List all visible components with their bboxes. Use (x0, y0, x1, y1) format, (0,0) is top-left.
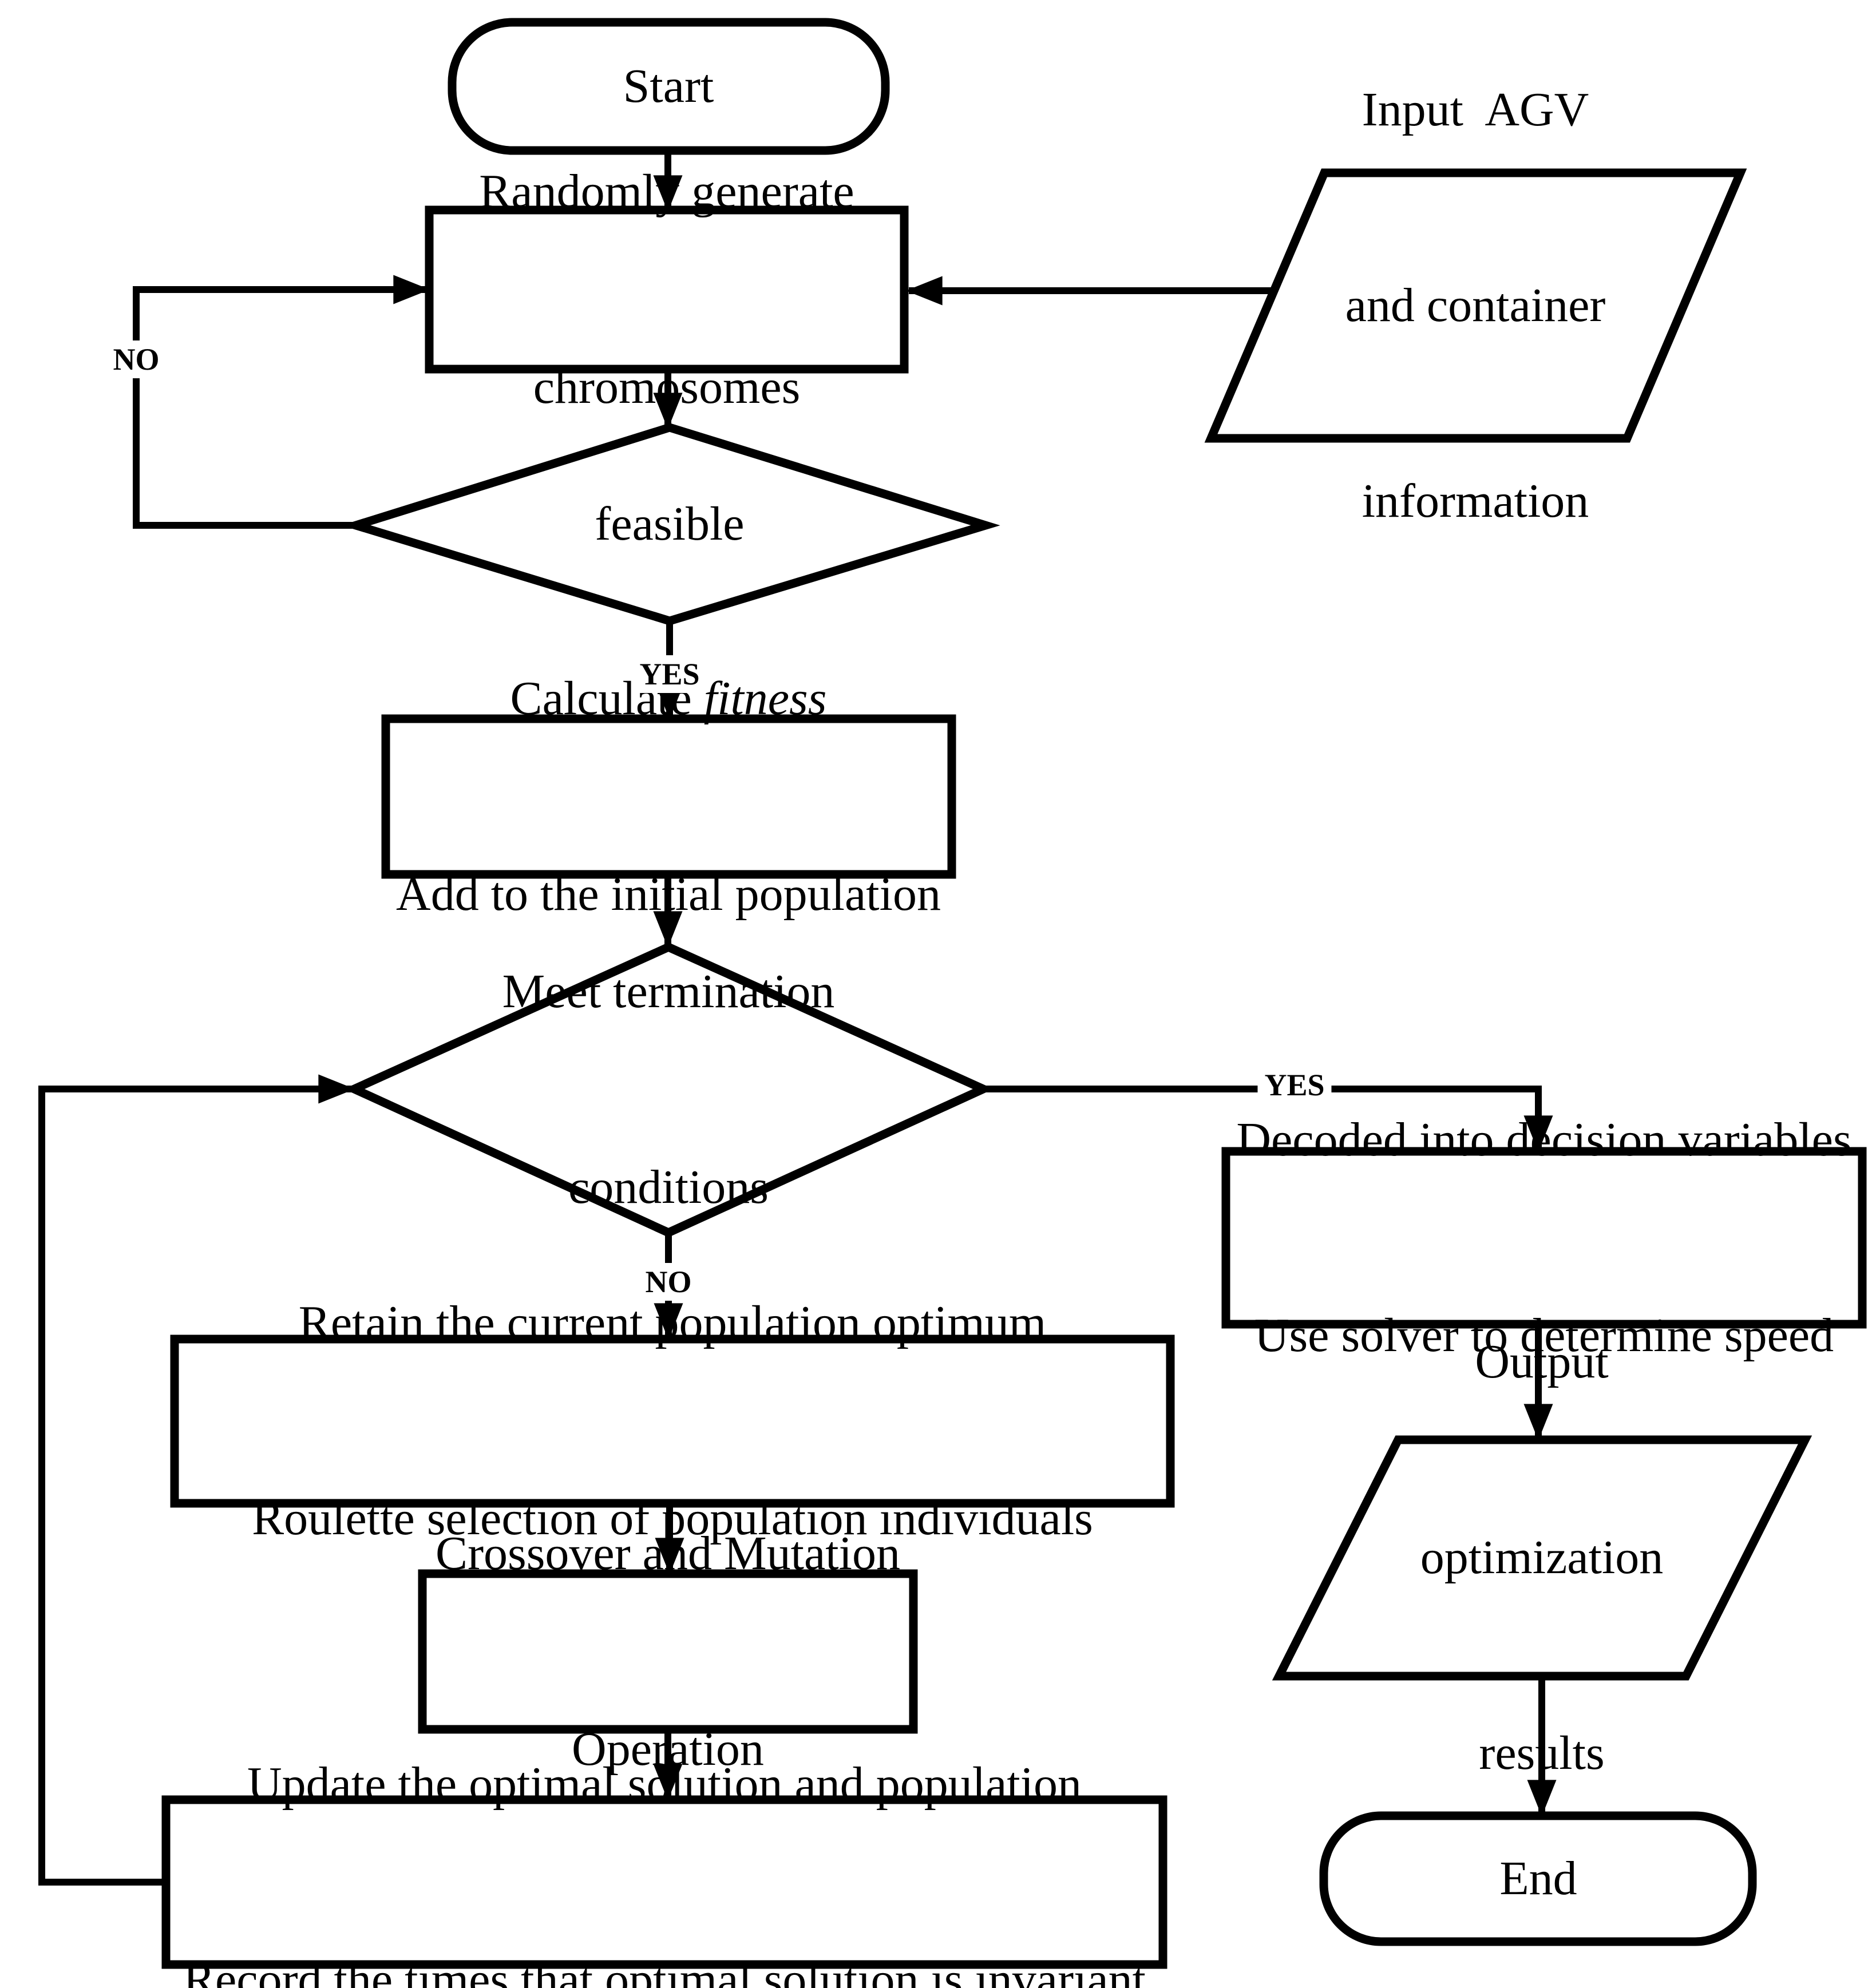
crossover-line-1: Crossover and Mutation (436, 1527, 900, 1580)
decoded-line-1: Decoded into decision variables (1236, 1113, 1852, 1166)
output-results-line-1: Output (1475, 1335, 1609, 1388)
output-results-line-2: optimization (1420, 1531, 1664, 1584)
edge-termination-yes-to-decoded (983, 1086, 1553, 1153)
input-agv-line-3: information (1362, 474, 1589, 528)
calculate-fitness-line-1-italic: fitness (703, 672, 827, 725)
retain-process-shape (170, 1334, 1175, 1508)
crossover-label: Crossover and Mutation Operation (436, 1391, 900, 1912)
termination-line-2: conditions (568, 1161, 769, 1214)
calculate-fitness-label: Calculate fitness Add to the initial pop… (396, 536, 941, 1058)
termination-yes-edge-label: YES (1257, 1066, 1332, 1104)
output-results-label: Output optimization results (1420, 1199, 1664, 1916)
output-results-line-3: results (1479, 1726, 1605, 1780)
input-agv-data-shape (1204, 168, 1747, 443)
edge-feasible-no-loop (133, 275, 430, 529)
termination-line-1: Meet termination (502, 965, 835, 1018)
input-agv-line-2: and container (1345, 279, 1606, 332)
update-label: Update the optimal solution and populati… (183, 1621, 1146, 1988)
randomly-generate-line-2: chromosomes (533, 361, 801, 414)
feasible-label: feasible (595, 497, 745, 551)
end-label: End (1499, 1852, 1577, 1905)
randomly-generate-label: Randomly generate chromosomes (479, 29, 854, 551)
crossover-process-shape (418, 1569, 918, 1734)
retain-line-1: Retain the current population optimum (298, 1296, 1047, 1349)
feasible-no-edge-label: NO (106, 340, 167, 378)
calculate-fitness-process-shape (381, 714, 956, 879)
termination-no-edge-label: NO (638, 1263, 699, 1301)
decoded-line-2: Use solver to determine speed (1254, 1309, 1834, 1362)
randomly-generate-line-1: Randomly generate (479, 165, 854, 218)
decoded-process-shape (1221, 1147, 1867, 1329)
retain-label: Retain the current population optimum Ro… (252, 1160, 1093, 1682)
start-label: Start (623, 60, 714, 113)
input-agv-line-1: Input AGV (1362, 83, 1589, 136)
termination-label: Meet termination conditions (502, 829, 835, 1351)
retain-line-2: Roulette selection of population individ… (252, 1492, 1093, 1545)
output-results-data-shape (1272, 1435, 1812, 1681)
input-agv-label: Input AGV and container information (1345, 0, 1606, 664)
randomly-generate-process-shape (425, 205, 909, 374)
update-line-2: Record the times that optimal solution i… (183, 1953, 1146, 1988)
update-line-1: Update the optimal solution and populati… (247, 1757, 1082, 1811)
feasible-yes-edge-label: YES (632, 655, 707, 693)
edge-update-loop-to-termination (38, 1074, 355, 1886)
